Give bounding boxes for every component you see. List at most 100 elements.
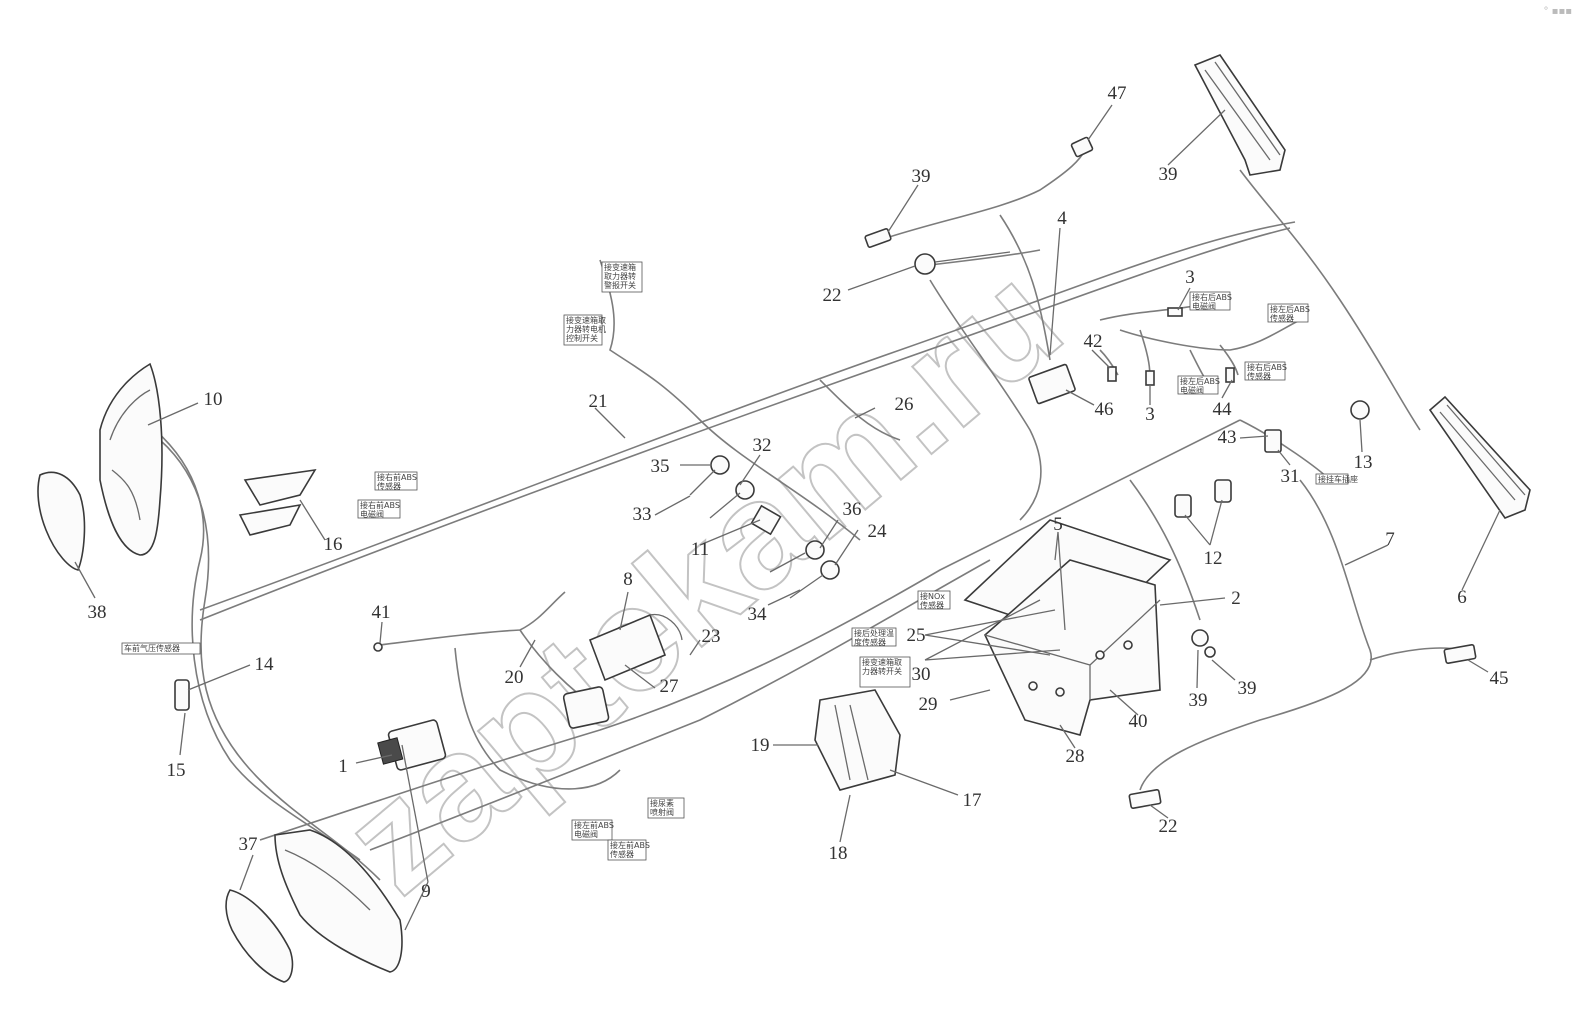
connector-tag-line: 警报开关 <box>604 280 636 290</box>
connector-tag-line: 车前气压传感器 <box>124 643 180 653</box>
marker-lamp-top <box>1070 136 1094 158</box>
bracket-27 <box>562 686 610 729</box>
connector-tag: 车前气压传感器 <box>121 642 201 655</box>
connector-tag-line: 电磁阀 <box>360 509 384 519</box>
callout-29: 29 <box>919 694 938 715</box>
connector-tag-line: 力器转开关 <box>862 666 902 676</box>
sensor-41 <box>373 642 383 652</box>
connector-tag-line: 传感器 <box>920 600 944 610</box>
callout-38: 38 <box>88 602 107 623</box>
connector-tag-line: 力器转电机 <box>566 324 606 334</box>
connector-tag-line: 接右前ABS <box>377 472 417 482</box>
connector-tag-line: 接右后ABS <box>1247 362 1287 372</box>
callout-37: 37 <box>239 834 258 855</box>
callout-7: 7 <box>1385 529 1395 550</box>
callout-25: 25 <box>907 625 926 646</box>
callout-22: 22 <box>823 285 842 306</box>
callout-19: 19 <box>751 735 770 756</box>
connector-tag-line: 接变速箱取 <box>566 315 606 325</box>
connector-tag-line: 电磁阀 <box>1192 301 1216 311</box>
callout-46: 46 <box>1095 399 1114 420</box>
harness-wires <box>154 149 1461 881</box>
callout-39: 39 <box>1189 690 1208 711</box>
connector-tag-line: 接尿素 <box>650 798 674 808</box>
callout-39: 39 <box>1238 678 1257 699</box>
connector-tag-line: 接右后ABS <box>1192 292 1232 302</box>
callout-34: 34 <box>748 604 768 625</box>
tail-lamp-13 <box>1193 54 1286 176</box>
callout-30: 30 <box>912 664 931 685</box>
corner-mark: ° ▪▪▪ <box>1543 6 1572 17</box>
connector-tag-line: 接左后ABS <box>1180 376 1220 386</box>
connector-tag-line: 接右前ABS <box>360 500 400 510</box>
connector-31 <box>1350 400 1370 420</box>
callout-4: 4 <box>1057 208 1067 229</box>
callout-43: 43 <box>1218 427 1237 448</box>
switch-14 <box>174 679 190 711</box>
callout-17: 17 <box>963 790 982 811</box>
callout-14: 14 <box>255 654 275 675</box>
connector-tag-line: 取力器转 <box>604 271 636 281</box>
components <box>37 54 1531 983</box>
battery-box-lower <box>984 559 1161 736</box>
connector-tag-line: 传感器 <box>377 481 401 491</box>
callout-47: 47 <box>1108 83 1127 104</box>
marker-lamp-right <box>1443 644 1477 664</box>
connector-tag-line: 电磁阀 <box>574 829 598 839</box>
connector-tag-line: 接左前ABS <box>574 820 614 830</box>
marker-lamp-left <box>864 228 892 248</box>
connector-tag-line: 接NOx <box>920 591 945 601</box>
sensor-45b <box>1214 479 1232 503</box>
callout-22: 22 <box>1159 816 1178 837</box>
fog-lamp-right <box>225 889 294 983</box>
connector-tag-line: 接左后ABS <box>1270 304 1310 314</box>
callout-27: 27 <box>660 676 679 697</box>
connector-tag-line: 电磁阀 <box>1180 385 1204 395</box>
connector-tag-line: 接后处理温 <box>854 628 894 638</box>
valve-43 <box>1264 429 1282 453</box>
callout-3: 3 <box>1145 404 1155 425</box>
horn <box>243 468 317 506</box>
marker-lamp-bottom <box>1128 789 1162 809</box>
callout-45: 45 <box>1490 668 1509 689</box>
callout-42: 42 <box>1084 331 1103 352</box>
connector-tag-line: 接挂车插座 <box>1318 474 1358 484</box>
sensor-47 <box>914 253 936 275</box>
callout-1: 1 <box>338 756 348 777</box>
callout-13: 13 <box>1354 452 1373 473</box>
valve-cluster <box>689 455 840 599</box>
callout-18: 18 <box>829 843 848 864</box>
connector-tag-line: 接左前ABS <box>610 840 650 850</box>
connector-tag-line: 接变速箱取 <box>862 657 902 667</box>
connector-tag-line: 喷射阀 <box>650 807 674 817</box>
callout-31: 31 <box>1281 466 1300 487</box>
connector-tag: 接挂车插座 <box>1315 473 1358 485</box>
callout-39: 39 <box>1159 164 1178 185</box>
connector-tag-line: 传感器 <box>1247 371 1271 381</box>
connector-tag-line: 传感器 <box>610 849 634 859</box>
callout-15: 15 <box>167 760 186 781</box>
callout-32: 32 <box>753 435 772 456</box>
leader-lines <box>74 104 1501 931</box>
callout-20: 20 <box>505 667 524 688</box>
connector-tag-line: 接变速箱 <box>604 262 636 272</box>
callout-33: 33 <box>633 504 652 525</box>
headlamp-left-lower <box>274 829 403 973</box>
callout-10: 10 <box>204 389 223 410</box>
callout-28: 28 <box>1066 746 1085 767</box>
callout-5: 5 <box>1053 514 1063 535</box>
connector-tags: 车前气压传感器接右前ABS传感器接右前ABS电磁阀接变速箱取力器转电机控制开关接… <box>121 261 1358 861</box>
connector-tag-line: 传感器 <box>1270 313 1294 323</box>
callout-16: 16 <box>324 534 343 555</box>
